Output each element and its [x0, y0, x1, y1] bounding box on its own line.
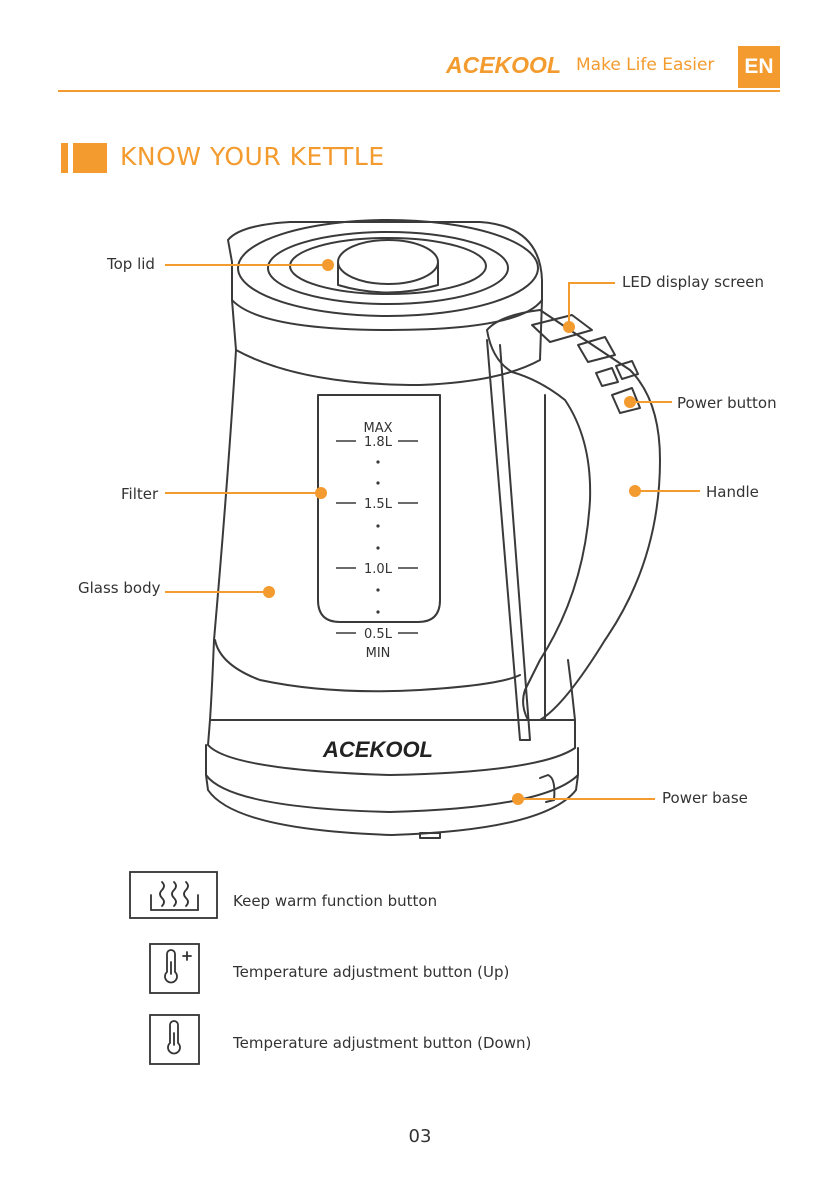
- callout-dot-power-button: [624, 396, 636, 408]
- scale-min: MIN: [366, 646, 391, 661]
- scale-max: MAX: [363, 421, 392, 436]
- keep-warm-icon-frame: [130, 872, 217, 918]
- callout-dot-top-lid: [322, 259, 334, 271]
- callout-dot-filter: [315, 487, 327, 499]
- lid-knob: [338, 240, 438, 284]
- kettle-brand-mark: ACEKOOL: [322, 737, 433, 762]
- glass-body-outline: [210, 350, 575, 720]
- callout-dot-base: [512, 793, 524, 805]
- callout-handle: Handle: [706, 483, 759, 501]
- legend-temp-down: Temperature adjustment button (Down): [233, 1034, 531, 1052]
- scale-0-5: 0.5L: [364, 627, 393, 642]
- callout-led-display: LED display screen: [622, 273, 764, 291]
- callout-filter: Filter: [121, 485, 158, 503]
- callout-top-lid: Top lid: [107, 255, 155, 273]
- scale-1-5: 1.5L: [364, 497, 393, 512]
- legend-temp-up: Temperature adjustment button (Up): [233, 963, 509, 981]
- callout-power-button: Power button: [677, 394, 777, 412]
- callout-glass-body: Glass body: [78, 579, 160, 597]
- legend-keep-warm: Keep warm function button: [233, 892, 437, 910]
- callout-dot-handle: [629, 485, 641, 497]
- callout-power-base: Power base: [662, 789, 748, 807]
- callout-line-led: [569, 283, 615, 327]
- scale-1-8: 1.8L: [364, 435, 393, 450]
- scale-1-0: 1.0L: [364, 562, 393, 577]
- callout-dot-glass: [263, 586, 275, 598]
- callout-dot-led: [563, 321, 575, 333]
- page-number: 03: [0, 1126, 840, 1147]
